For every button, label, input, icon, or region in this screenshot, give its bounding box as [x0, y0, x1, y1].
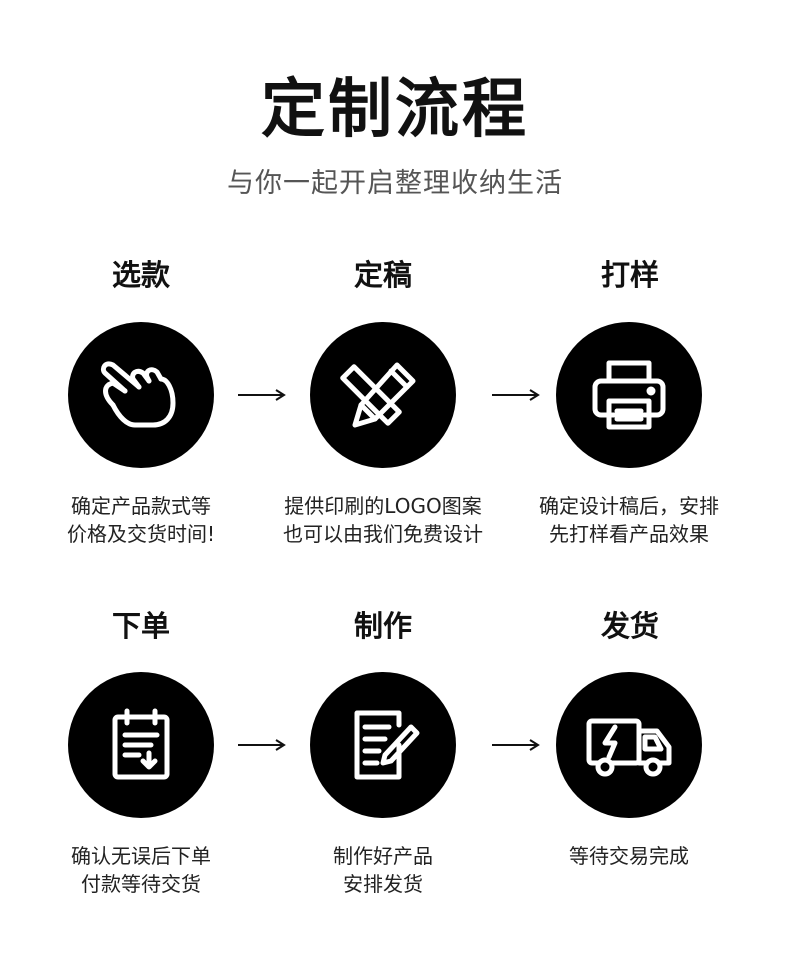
step-circle-order — [68, 672, 214, 818]
step-circle-select — [68, 322, 214, 468]
page-title: 定制流程 — [261, 73, 529, 147]
step-desc-select: 确定产品款式等 价格及交货时间! — [66, 494, 216, 546]
step-desc-produce: 制作好产品 安排发货 — [333, 844, 433, 896]
step-circle-finalize — [310, 322, 456, 468]
step-circle-produce — [310, 672, 456, 818]
page-subtitle: 与你一起开启整理收纳生活 — [227, 168, 563, 199]
arrow-right-icon — [238, 389, 286, 401]
order-clipboard-icon — [112, 708, 170, 780]
arrow-right-icon — [238, 739, 286, 751]
step-circle-ship — [556, 672, 702, 818]
delivery-truck-icon — [586, 718, 672, 777]
document-edit-icon — [354, 710, 420, 780]
printer-icon — [592, 360, 666, 430]
pencil-ruler-icon — [340, 362, 416, 428]
step-title-produce: 制作 — [353, 609, 412, 643]
step-desc-order: 确认无误后下单 付款等待交货 — [71, 844, 211, 896]
step-desc-sample: 确定设计稿后，安排 先打样看产品效果 — [539, 494, 719, 546]
step-title-select: 选款 — [111, 258, 170, 292]
step-title-finalize: 定稿 — [353, 258, 412, 292]
step-circle-sample — [556, 322, 702, 468]
arrow-right-icon — [492, 739, 540, 751]
hand-pointer-icon — [100, 361, 176, 428]
step-title-sample: 打样 — [600, 258, 659, 292]
arrow-right-icon — [492, 389, 540, 401]
step-desc-ship: 等待交易完成 — [569, 844, 689, 868]
step-desc-finalize: 提供印刷的LOGO图案 也可以由我们免费设计 — [283, 494, 483, 546]
step-title-ship: 发货 — [600, 609, 659, 643]
step-title-order: 下单 — [111, 609, 170, 643]
